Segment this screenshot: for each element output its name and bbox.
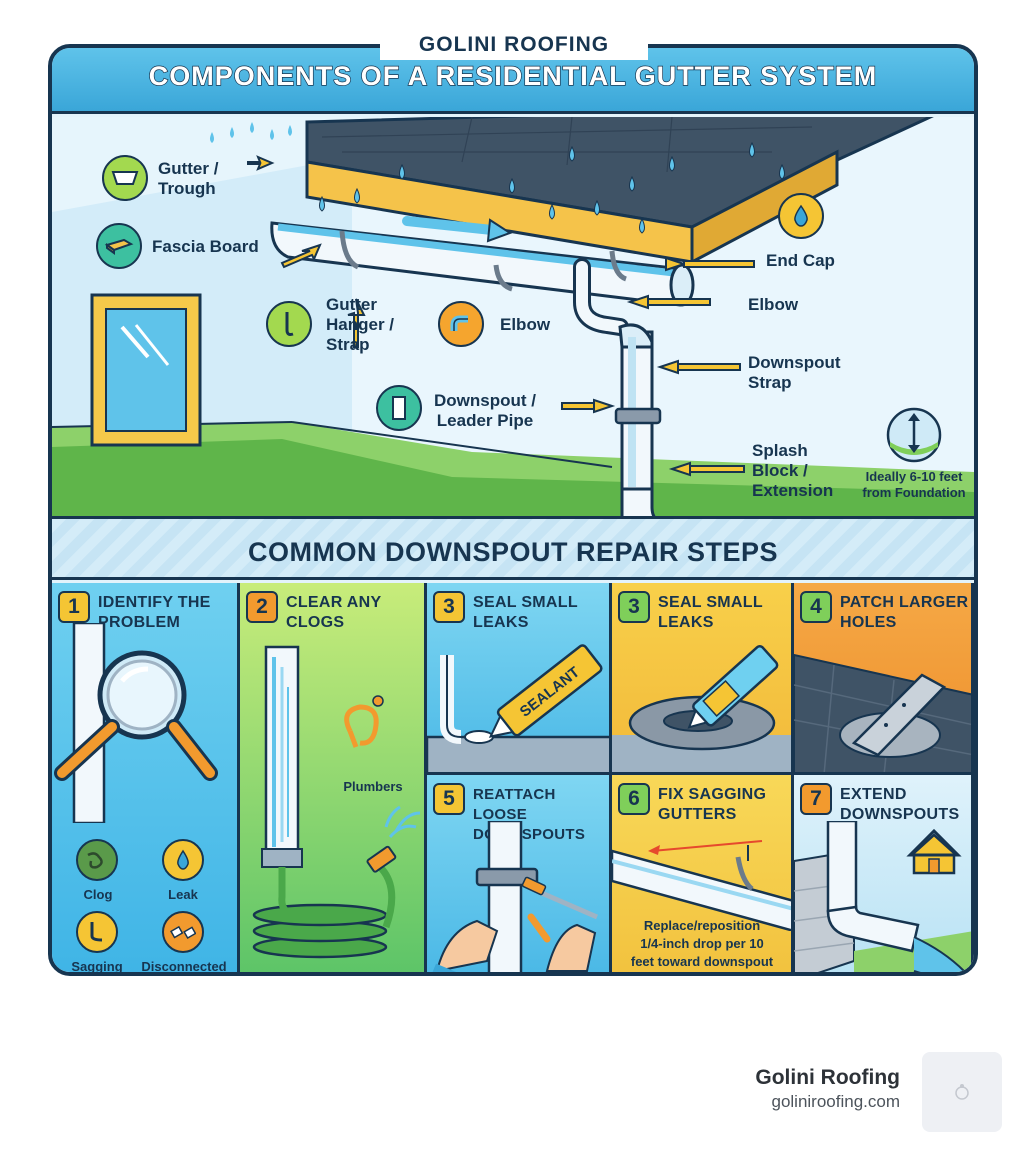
step-3b-number: 3	[618, 591, 650, 623]
plumbers-label: Plumbers	[343, 779, 403, 794]
sagging-label: Sagging	[71, 959, 123, 974]
house-eave-illustration	[52, 117, 974, 517]
water-drop-icon	[778, 193, 824, 239]
step-7-number: 7	[800, 783, 832, 815]
downspout-leader-label: Downspout /Leader Pipe	[434, 391, 536, 430]
infographic-frame: COMPONENTS OF A RESIDENTIAL GUTTER SYSTE…	[48, 44, 978, 976]
reattach-illustration	[432, 821, 598, 972]
end-cap-label: End Cap	[766, 251, 835, 270]
leak-label: Leak	[168, 887, 198, 902]
downspout-icon	[376, 385, 422, 431]
sagging-gutter-illustration	[612, 840, 791, 931]
clog-label: Clog	[83, 887, 113, 902]
sealant-tube-illustration: SEALANT	[427, 644, 609, 772]
disconnected-label: Disconnected	[141, 959, 227, 974]
magnifier-illustration	[54, 623, 218, 823]
main-title: COMPONENTS OF A RESIDENTIAL GUTTER SYSTE…	[148, 60, 878, 91]
step-5-number: 5	[433, 783, 465, 815]
footer-brand-name: Golini Roofing	[755, 1066, 900, 1089]
elbow-icon	[438, 301, 484, 347]
steps-header-band: COMMON DOWNSPOUT REPAIR STEPS	[52, 516, 974, 580]
step-4-number: 4	[800, 591, 832, 623]
brand-top-label: GOLINI ROOFING	[380, 30, 648, 60]
fascia-board-label: Fascia Board	[152, 237, 259, 256]
disconnected-icon	[162, 911, 204, 953]
footer-brand-url: goliniroofing.com	[771, 1092, 900, 1111]
leak-icon	[162, 839, 204, 881]
step-1-number: 1	[58, 591, 90, 623]
logo-icon	[922, 1052, 1002, 1132]
gutter-hanger-icon	[266, 301, 312, 347]
patch-seal-illustration	[612, 644, 791, 772]
step-2-number: 2	[246, 591, 278, 623]
sagging-icon	[76, 911, 118, 953]
gutter-trough-label: Gutter /Trough	[158, 159, 219, 198]
step-6-number: 6	[618, 783, 650, 815]
gutter-icon	[102, 155, 148, 201]
clog-icon	[76, 839, 118, 881]
step-3a-number: 3	[433, 591, 465, 623]
steps-title: COMMON DOWNSPOUT REPAIR STEPS	[247, 537, 779, 567]
footer-brand: Golini Roofing goliniroofing.com	[730, 1066, 900, 1112]
roof-patch-illustration	[794, 653, 971, 772]
fascia-board-icon	[96, 223, 142, 269]
elbow-left-label: Elbow	[500, 315, 551, 334]
elbow-right-label: Elbow	[748, 295, 799, 314]
hose-illustration	[252, 645, 421, 959]
extend-downspout-illustration	[794, 821, 971, 972]
